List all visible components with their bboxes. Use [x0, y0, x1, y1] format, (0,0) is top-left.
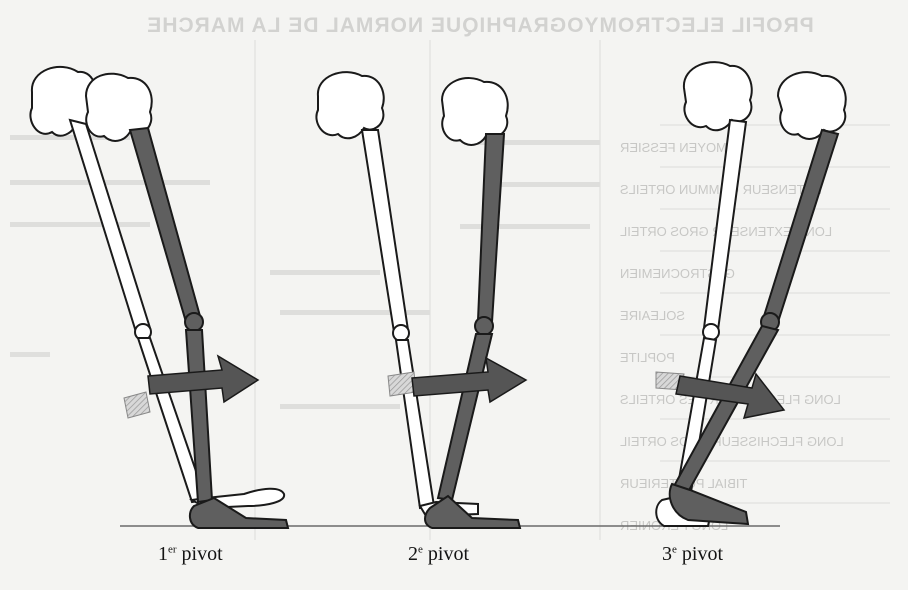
pivot-3-figure: [656, 62, 846, 526]
caption-number: 1: [158, 543, 168, 565]
caption-ordinal: e: [418, 543, 423, 555]
stance-limb: [670, 72, 846, 524]
stance-limb: [425, 78, 520, 528]
caption-ordinal: er: [168, 543, 177, 555]
swing-limb: [30, 67, 284, 508]
muscle-hatch: [124, 392, 150, 418]
pivot-2-figure: [316, 72, 526, 528]
muscle-hatch: [388, 372, 416, 396]
caption-ordinal: e: [672, 543, 677, 555]
caption-word: pivot: [182, 543, 223, 565]
caption-pivot-2: 2e pivot: [408, 543, 469, 566]
caption-number: 3: [662, 543, 672, 565]
caption-pivot-3: 3e pivot: [662, 543, 723, 566]
caption-word: pivot: [428, 543, 469, 565]
caption-pivot-1: 1er pivot: [158, 543, 223, 566]
caption-number: 2: [408, 543, 418, 565]
caption-word: pivot: [682, 543, 723, 565]
